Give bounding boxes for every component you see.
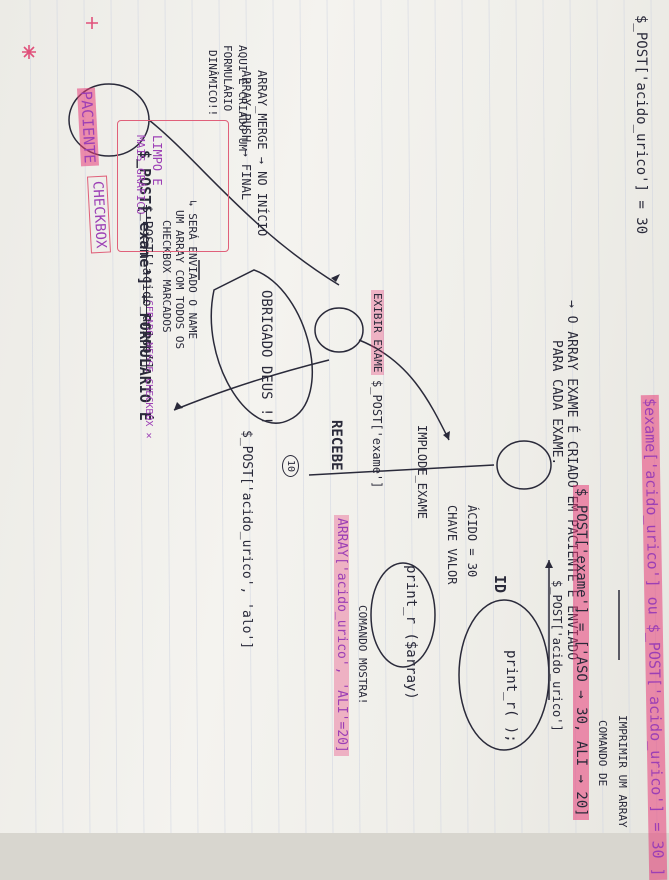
sketch-arrows: [22, 17, 620, 751]
checkbox-label: CHECKBOX: [86, 175, 112, 254]
ruled-line: [137, 0, 145, 833]
post-exame-2: $_POST['exame']: [370, 380, 384, 489]
pink-array: ARRAY['acido_urico', 'ALI'=20]: [334, 515, 349, 756]
ruled-line: [596, 0, 604, 833]
array-note-2: PARA CADA EXAME.: [549, 340, 564, 466]
implode-label: IMPLODE_EXAME: [415, 425, 429, 519]
ruled-line: [407, 0, 415, 833]
exibir-exame-label: EXIBIR EXAME: [371, 290, 384, 376]
ruled-line: [326, 0, 334, 833]
ruled-line: [29, 0, 37, 833]
post-exame-eq: $_POST['exame'] = ['ASO → 30, ALI → 20]: [573, 485, 589, 820]
ruled-line: [299, 0, 307, 833]
ruled-line: [218, 0, 226, 833]
aqui-note-3: DINÂMICO!!: [206, 50, 219, 117]
recebe-label: RECEBE: [328, 420, 344, 471]
ruled-line: [488, 0, 496, 833]
ruled-line: [515, 0, 523, 833]
curve-to-exibir: [148, 119, 340, 286]
array-push-note: ARRAY_PUSH → FINAL: [239, 70, 253, 201]
aqui-note-2: FORMULÁRIO: [221, 45, 234, 112]
limpo-label: LIMPO E: [150, 135, 164, 186]
post-acido-struck: $_POST['acido_urico']: [139, 205, 154, 370]
ruled-line: [191, 0, 199, 833]
ruled-line: [353, 0, 361, 833]
obrigado-label: OBRIGADO DEUS !!: [258, 290, 274, 425]
ruled-line: [110, 0, 118, 833]
ruled-line: [623, 0, 631, 833]
post-acido-alo: $_POST['acido_urico', 'alo']: [239, 430, 254, 650]
ruled-line: [434, 0, 442, 833]
mais-grafico-label: MAIS GRÁFICO: [134, 135, 147, 215]
post-acido-urico: $_POST['acido_urico']: [550, 580, 564, 732]
ruled-line: [56, 0, 64, 833]
ruled-line: [272, 0, 280, 833]
ruled-line: [461, 0, 469, 833]
rotated-notes: $exame['acido_urico'] ou $_POST['acido_u…: [22, 15, 668, 880]
circle-exibir: [314, 307, 364, 353]
ruled-line: [380, 0, 388, 833]
chave-valor-label: CHAVE VALOR: [445, 505, 459, 585]
ruled-line: [164, 0, 172, 833]
comando-de: COMANDO DE: [596, 720, 609, 787]
ruled-line: [245, 0, 253, 833]
acido-eq-label: ÁCIDO = 30: [465, 505, 479, 578]
imprimir-array: IMPRIMIR UM ARRAY: [616, 715, 629, 828]
circle-acido: [496, 440, 552, 490]
post-acido-bottom: $_POST['acido_urico'] = 30: [633, 15, 649, 235]
array-merge-note: ARRAY_MERGE → NO INÍCIO: [255, 70, 269, 237]
circle-number: 10: [282, 455, 299, 478]
print-r-array: print_r ($array): [403, 565, 419, 700]
print-r-empty: print_r( );: [503, 650, 519, 743]
ruled-lines: [0, 0, 669, 833]
comando-mostra: COMANDO MOSTRA!: [356, 605, 369, 705]
id-label: ID: [491, 575, 509, 594]
